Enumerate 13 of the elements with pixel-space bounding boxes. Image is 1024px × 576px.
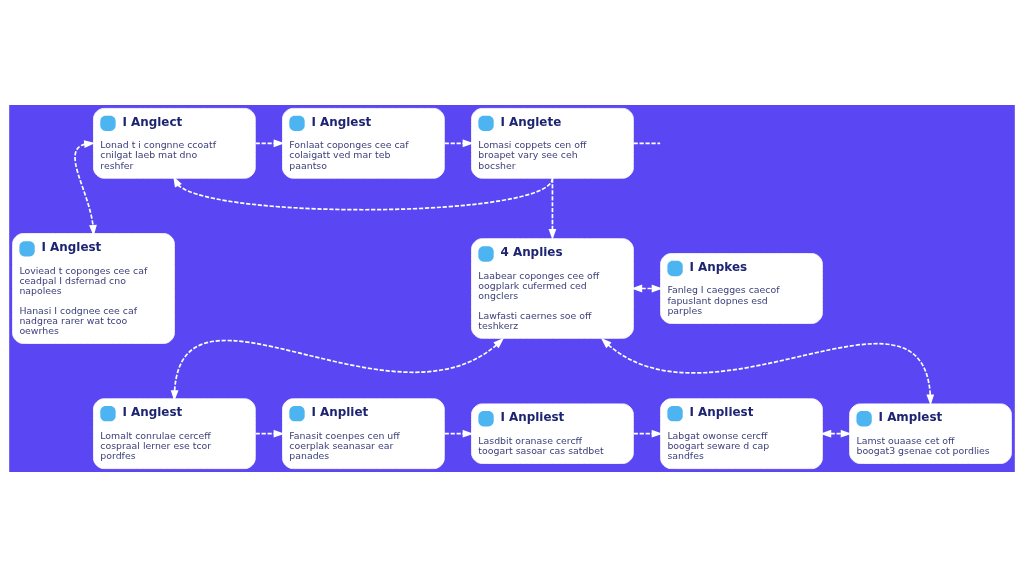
arrow xyxy=(254,138,285,147)
arrow xyxy=(631,284,663,292)
arrow xyxy=(170,337,505,401)
arrow xyxy=(820,429,852,438)
arrow xyxy=(173,175,554,210)
arrow xyxy=(548,176,557,240)
arrow xyxy=(600,337,935,406)
arrow xyxy=(74,139,97,236)
arrow xyxy=(254,429,285,438)
arrow xyxy=(632,429,663,438)
arrow xyxy=(443,138,474,147)
arrow xyxy=(443,429,474,438)
connector xyxy=(632,141,661,144)
